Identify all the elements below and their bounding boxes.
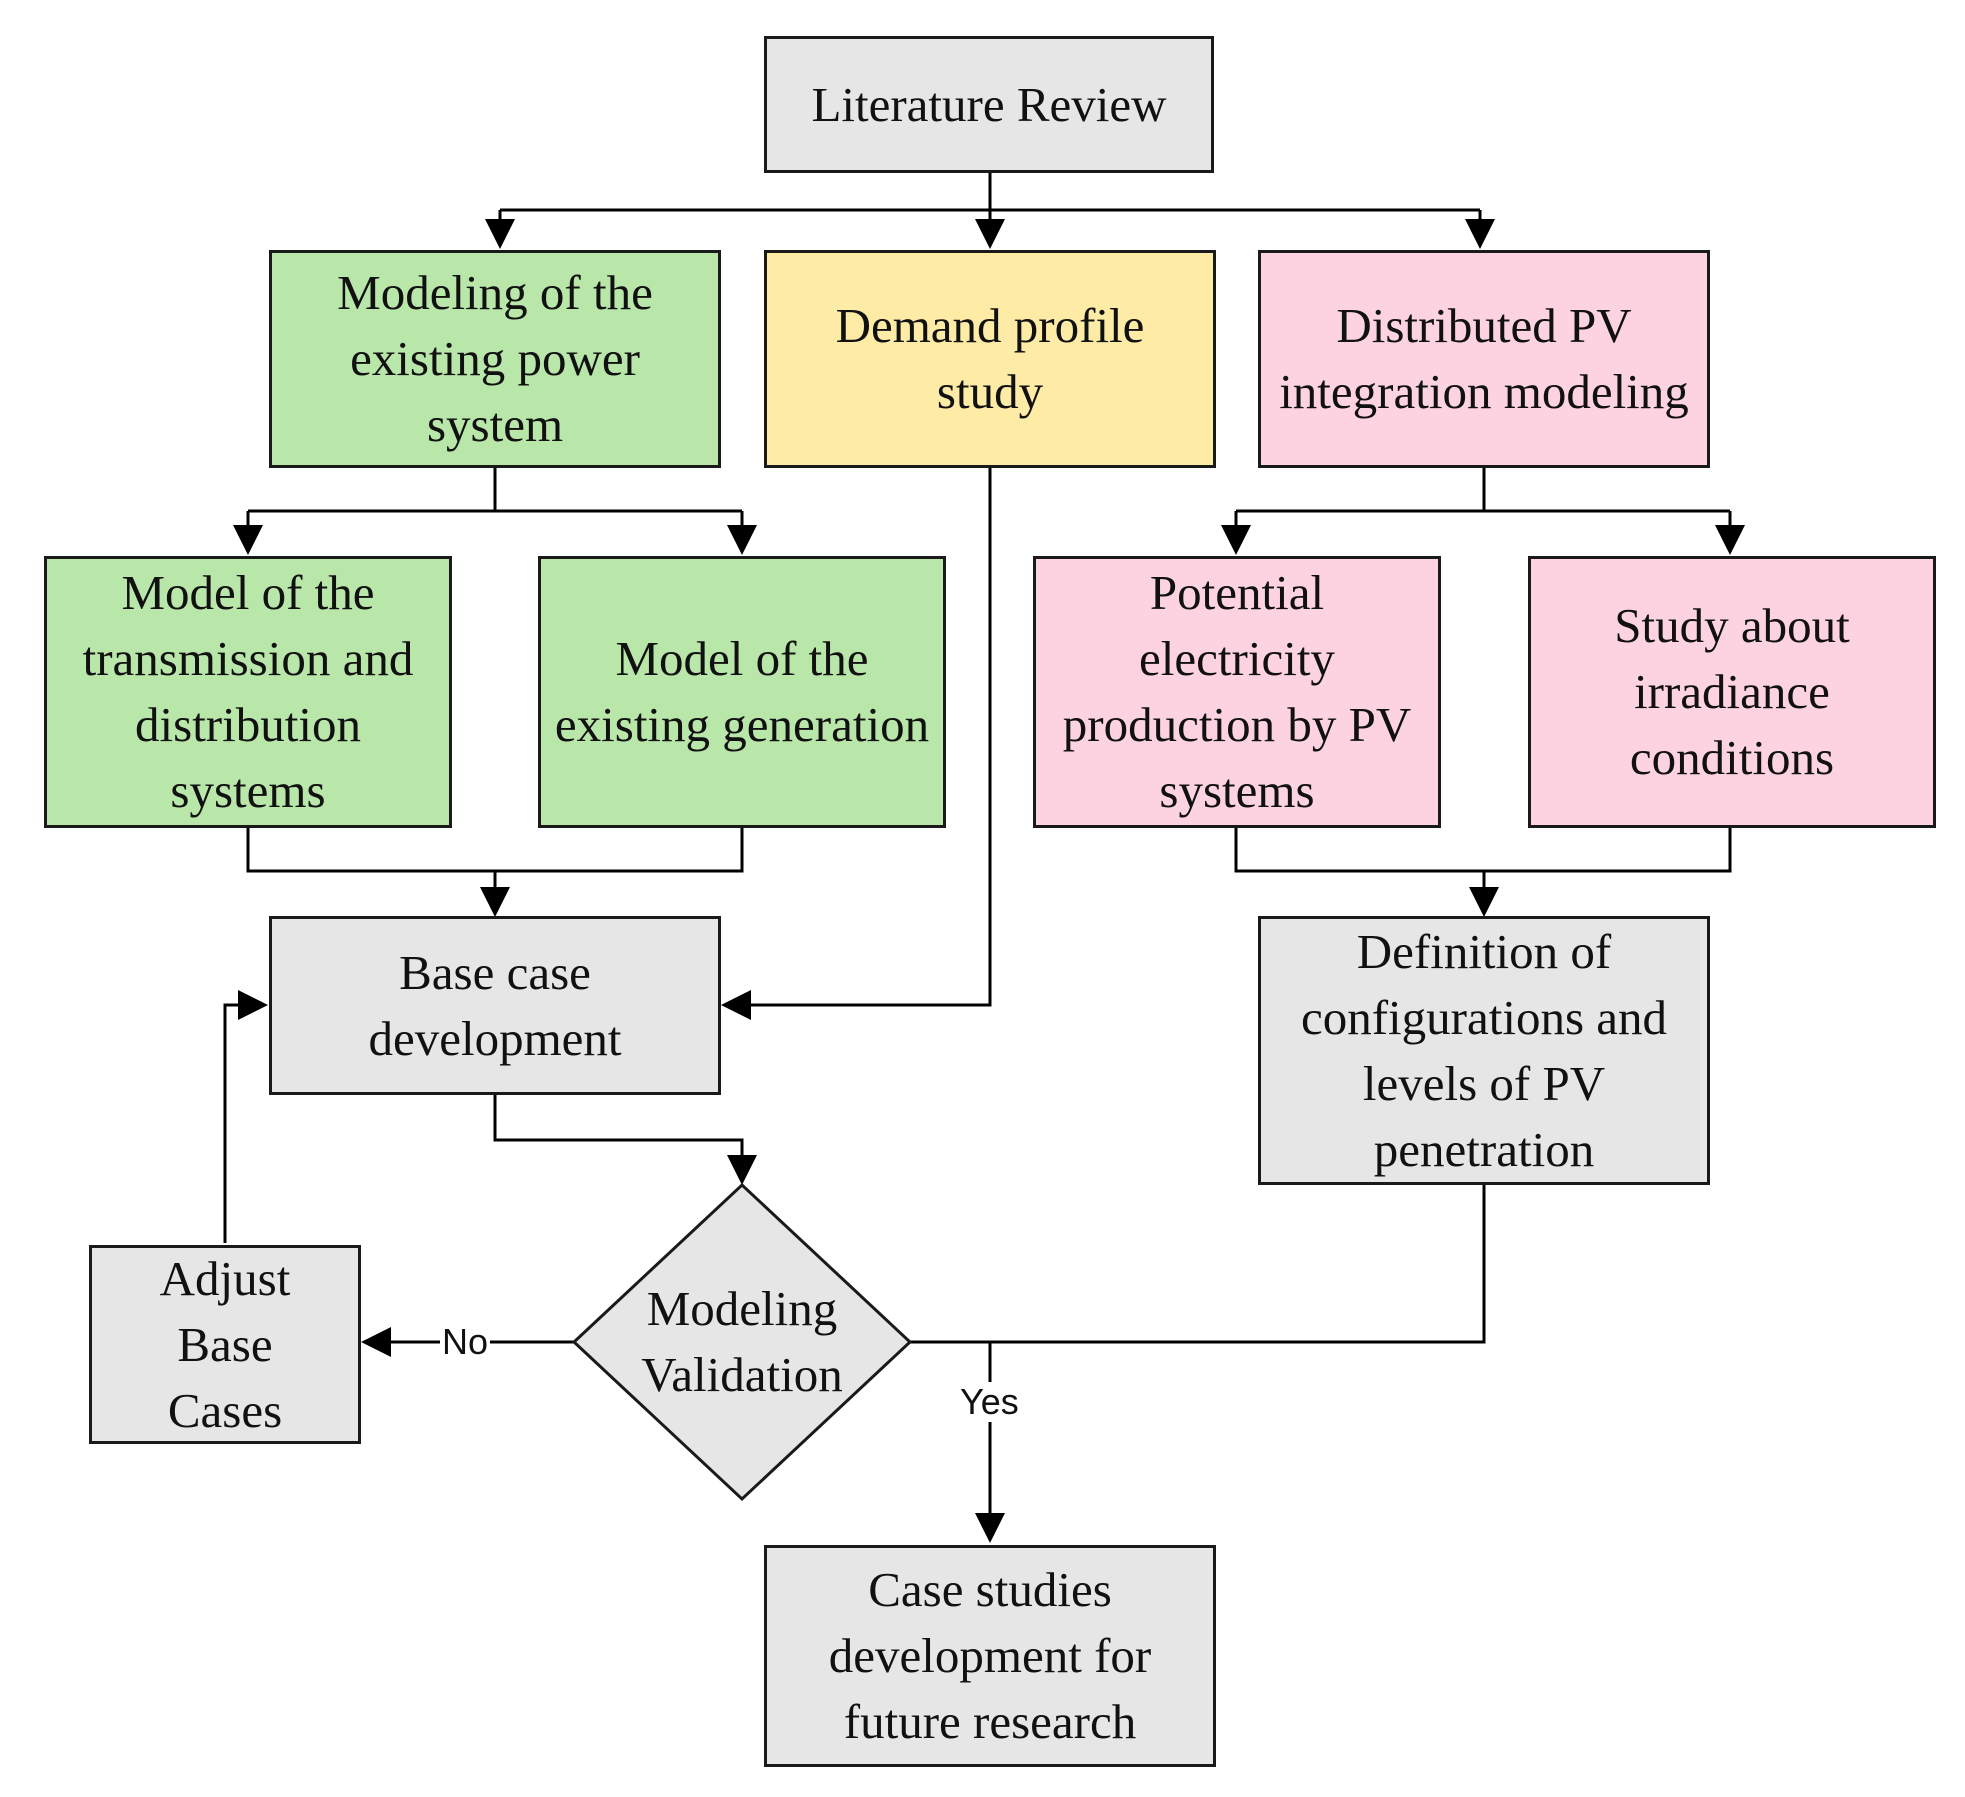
literature-review-box: Literature Review [764,36,1214,173]
yes-edge-label: Yes [958,1381,1021,1422]
demand-profile-study-box: Demand profile study [764,250,1216,468]
no-edge-label: No [440,1321,491,1362]
edge-models-merge [246,828,744,914]
base-case-development-box: Base case development [269,916,721,1095]
edge-base-case-to-validation [493,1095,757,1185]
modeling-validation-label: Modeling Validation [641,1281,843,1402]
edge-pv-split [1236,468,1730,513]
modeling-existing-power-system-box: Modeling of the existing power system [269,250,721,468]
model-transmission-distribution-label: Model of the transmission and distributi… [82,565,414,818]
modeling-existing-power-system-label: Modeling of the existing power system [337,265,653,452]
distributed-pv-integration-label: Distributed PV integration modeling [1279,298,1689,419]
edge-pv-merge [1234,828,1732,914]
modeling-validation-label-wrap: Modeling Validation [624,1262,860,1422]
edge-adjust-to-base-case [223,990,268,1243]
edge-definition-to-validation [910,1185,1486,1344]
study-irradiance-box: Study about irradiance conditions [1528,556,1936,828]
definition-configurations-box: Definition of configurations and levels … [1258,916,1710,1185]
case-studies-label: Case studies development for future rese… [828,1562,1152,1749]
edge-demand-to-base-case [721,468,992,1020]
literature-review-label: Literature Review [811,76,1167,132]
base-case-development-label: Base case development [368,944,622,1066]
distributed-pv-integration-box: Distributed PV integration modeling [1258,250,1710,468]
adjust-base-cases-label: Adjust Base Cases [159,1250,291,1438]
case-studies-box: Case studies development for future rese… [764,1545,1216,1767]
modeling-validation-diamond [571,1182,913,1502]
model-existing-generation-label: Model of the existing generation [554,631,930,752]
potential-electricity-production-box: Potential electricity production by PV s… [1033,556,1441,828]
adjust-base-cases-box: Adjust Base Cases [89,1245,361,1444]
edge-literature-to-branches [500,173,1480,212]
potential-electricity-production-label: Potential electricity production by PV s… [1062,565,1412,818]
definition-configurations-label: Definition of configurations and levels … [1300,923,1668,1177]
model-transmission-distribution-box: Model of the transmission and distributi… [44,556,452,828]
model-existing-generation-box: Model of the existing generation [538,556,946,828]
study-irradiance-label: Study about irradiance conditions [1614,598,1850,785]
edge-power-system-split [248,468,742,513]
demand-profile-study-label: Demand profile study [835,298,1145,419]
